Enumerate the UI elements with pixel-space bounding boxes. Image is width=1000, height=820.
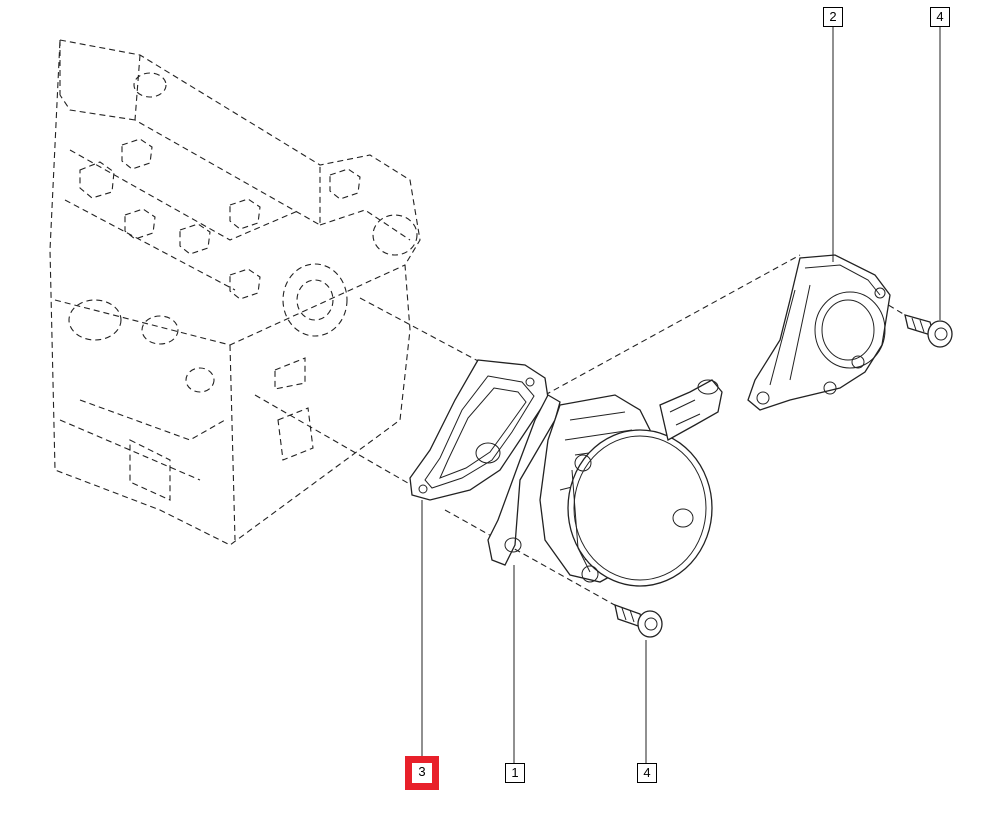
screw-upper [904, 314, 953, 348]
screw-lower [614, 603, 663, 638]
vacuum-pump [487, 379, 723, 587]
gasket [409, 359, 549, 501]
assembly-lines [254, 254, 906, 609]
callout-part-2[interactable]: 2 [823, 7, 843, 27]
leader-lines [421, 26, 941, 764]
callout-part-1[interactable]: 1 [505, 763, 525, 783]
callout-part-4-upper[interactable]: 4 [930, 7, 950, 27]
callout-part-3[interactable]: 3 [405, 756, 439, 790]
callout-part-4-lower[interactable]: 4 [637, 763, 657, 783]
engine-block [49, 39, 421, 546]
pump-cover [747, 254, 891, 411]
